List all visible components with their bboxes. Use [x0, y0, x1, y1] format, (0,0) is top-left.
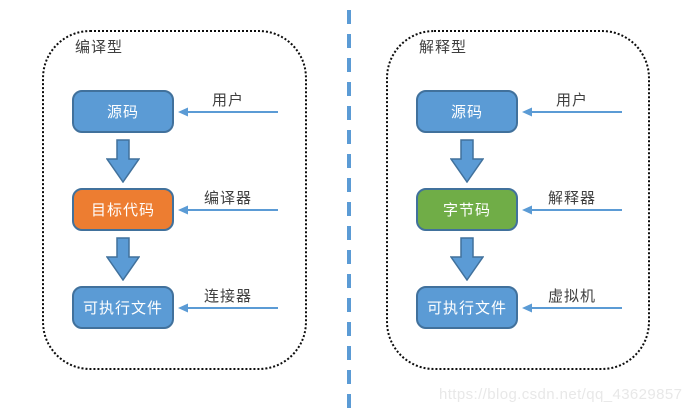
- arrow-left-icon: [522, 107, 622, 117]
- compiled-flow-panel: 编译型 源码 用户 目标代码 编译器 可执行文件 连接器: [42, 30, 307, 370]
- flow-row-bytecode: 字节码 解释器: [388, 188, 648, 231]
- arrow-left-icon: [522, 205, 622, 215]
- block-arrow-down-icon: [450, 237, 484, 281]
- arrow-left-icon: [178, 303, 278, 313]
- flow-row-source: 源码 用户: [388, 90, 648, 133]
- input-label-linker: 连接器: [203, 288, 252, 305]
- block-arrow-down-icon: [106, 139, 140, 183]
- panel-title-compiled: 编译型: [75, 39, 124, 56]
- node-executable-file: 可执行文件: [72, 286, 174, 329]
- flow-row-executable: 可执行文件 连接器: [44, 286, 305, 329]
- input-label-interpreter: 解释器: [547, 190, 596, 207]
- input-label-user: 用户: [555, 92, 588, 109]
- dashed-divider: [347, 10, 351, 410]
- input-label-user: 用户: [211, 92, 244, 109]
- input-label-compiler: 编译器: [203, 190, 252, 207]
- block-arrow-down-icon: [106, 237, 140, 281]
- flow-row-object-code: 目标代码 编译器: [44, 188, 305, 231]
- arrow-left-icon: [178, 205, 278, 215]
- panel-title-interpreted: 解释型: [419, 39, 468, 56]
- arrow-left-icon: [178, 107, 278, 117]
- arrow-left-icon: [522, 303, 622, 313]
- node-executable-file: 可执行文件: [416, 286, 518, 329]
- interpreted-flow-panel: 解释型 源码 用户 字节码 解释器 可执行文件 虚拟机: [386, 30, 650, 370]
- node-source-code: 源码: [416, 90, 518, 133]
- node-source-code: 源码: [72, 90, 174, 133]
- node-object-code: 目标代码: [72, 188, 174, 231]
- flow-row-executable: 可执行文件 虚拟机: [388, 286, 648, 329]
- flow-row-source: 源码 用户: [44, 90, 305, 133]
- block-arrow-down-icon: [450, 139, 484, 183]
- input-label-virtual-machine: 虚拟机: [547, 288, 596, 305]
- node-bytecode: 字节码: [416, 188, 518, 231]
- watermark-url: https://blog.csdn.net/qq_43629857: [439, 386, 683, 403]
